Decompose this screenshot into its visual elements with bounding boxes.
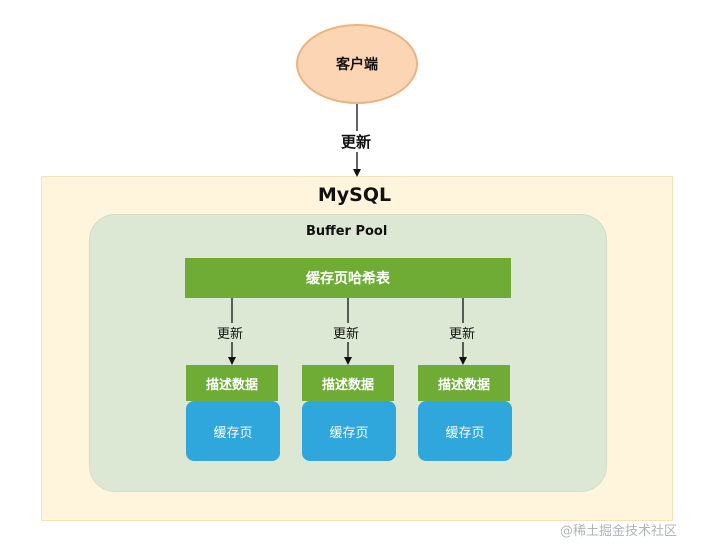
- top-update-label: 更新: [341, 131, 372, 152]
- column-3-descriptor-label: 描述数据: [437, 377, 490, 393]
- column-1-cache-page: 缓存页: [186, 401, 280, 461]
- column-2-cache-page: 缓存页: [302, 401, 396, 461]
- watermark: @稀土掘金技术社区: [560, 524, 678, 539]
- column-2-cache-page-label: 缓存页: [329, 425, 369, 441]
- hash-table-label: 缓存页哈希表: [306, 271, 390, 287]
- column-3-cache-page-label: 缓存页: [445, 425, 485, 441]
- column-1-update-label: 更新: [216, 323, 245, 342]
- client-label: 客户端: [336, 57, 378, 73]
- column-3-cache-page: 缓存页: [418, 401, 512, 461]
- column-2-descriptor-label: 描述数据: [321, 377, 374, 393]
- column-3-update-label: 更新: [448, 323, 477, 342]
- column-2-descriptor: 描述数据: [302, 365, 394, 401]
- column-2-update-label: 更新: [332, 323, 361, 342]
- column-1-cache-page-label: 缓存页: [213, 425, 253, 441]
- hash-table-bar: 缓存页哈希表: [185, 258, 511, 298]
- buffer-pool-title: Buffer Pool: [306, 224, 388, 239]
- client-node: 客户端: [296, 24, 418, 104]
- column-1-descriptor-label: 描述数据: [205, 377, 258, 393]
- column-1-descriptor: 描述数据: [186, 365, 278, 401]
- column-3-descriptor: 描述数据: [418, 365, 510, 401]
- mysql-title: MySQL: [317, 184, 392, 206]
